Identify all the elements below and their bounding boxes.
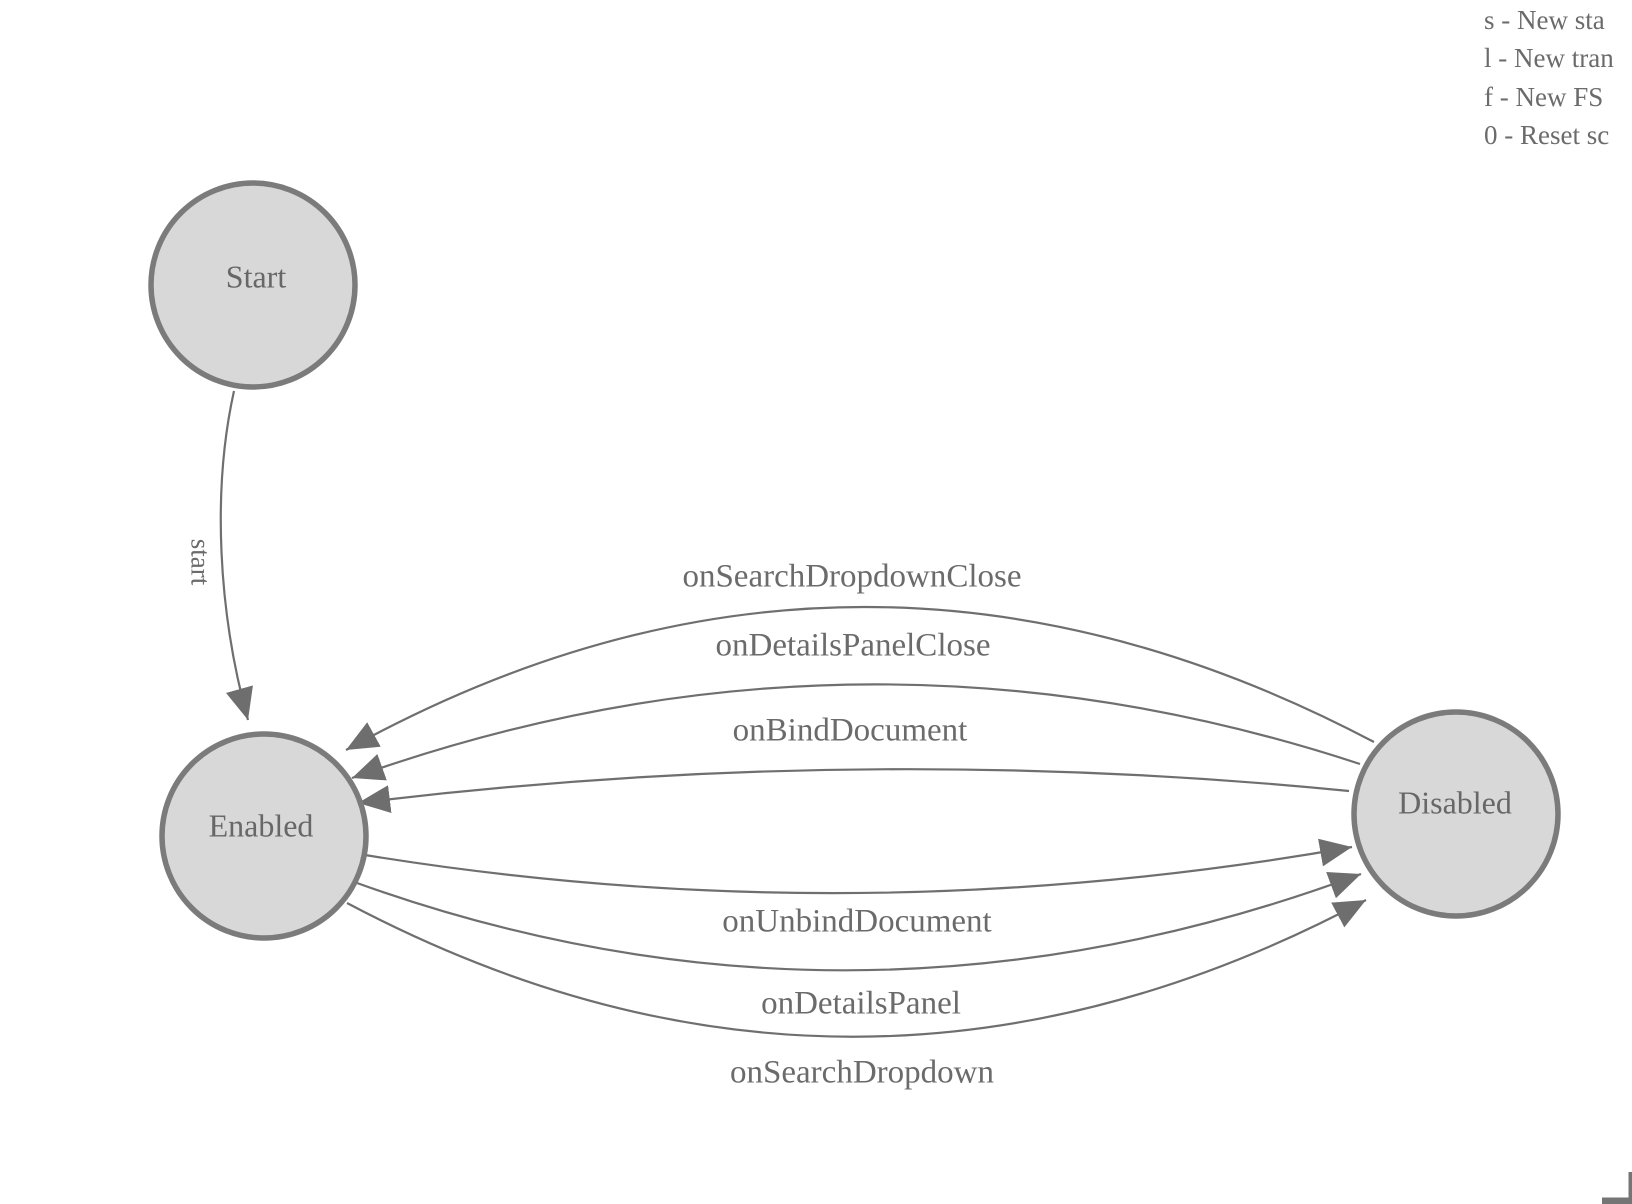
state-nodes [148, 180, 1561, 941]
legend-line-new-fsm: f - New FS [1484, 81, 1604, 112]
edge-onBindDocument[interactable] [357, 768, 1350, 814]
legend-line-new-transition: l - New tran [1484, 43, 1614, 74]
clipped-corner-shape [1602, 1172, 1632, 1204]
state-node-disabled[interactable] [1351, 709, 1561, 919]
transition-edges [219, 390, 1375, 1038]
legend-line-reset: 0 - Reset sc [1484, 119, 1610, 150]
legend-line-new-state: s - New sta [1484, 5, 1605, 35]
edge-onDetailsPanelClose[interactable] [351, 683, 1361, 781]
shortcut-legend: s - New sta l - New tran f - New FS 0 - … [1484, 1, 1614, 154]
edge-onSearchDropdownClose[interactable] [345, 605, 1375, 751]
edge-onDetailsPanel[interactable] [356, 872, 1362, 972]
edge-onUnbindDocument[interactable] [364, 838, 1353, 895]
edge-onSearchDropdown[interactable] [346, 899, 1367, 1038]
state-node-enabled[interactable] [159, 731, 369, 941]
edge-start[interactable] [219, 390, 253, 721]
state-node-start[interactable] [148, 180, 358, 390]
